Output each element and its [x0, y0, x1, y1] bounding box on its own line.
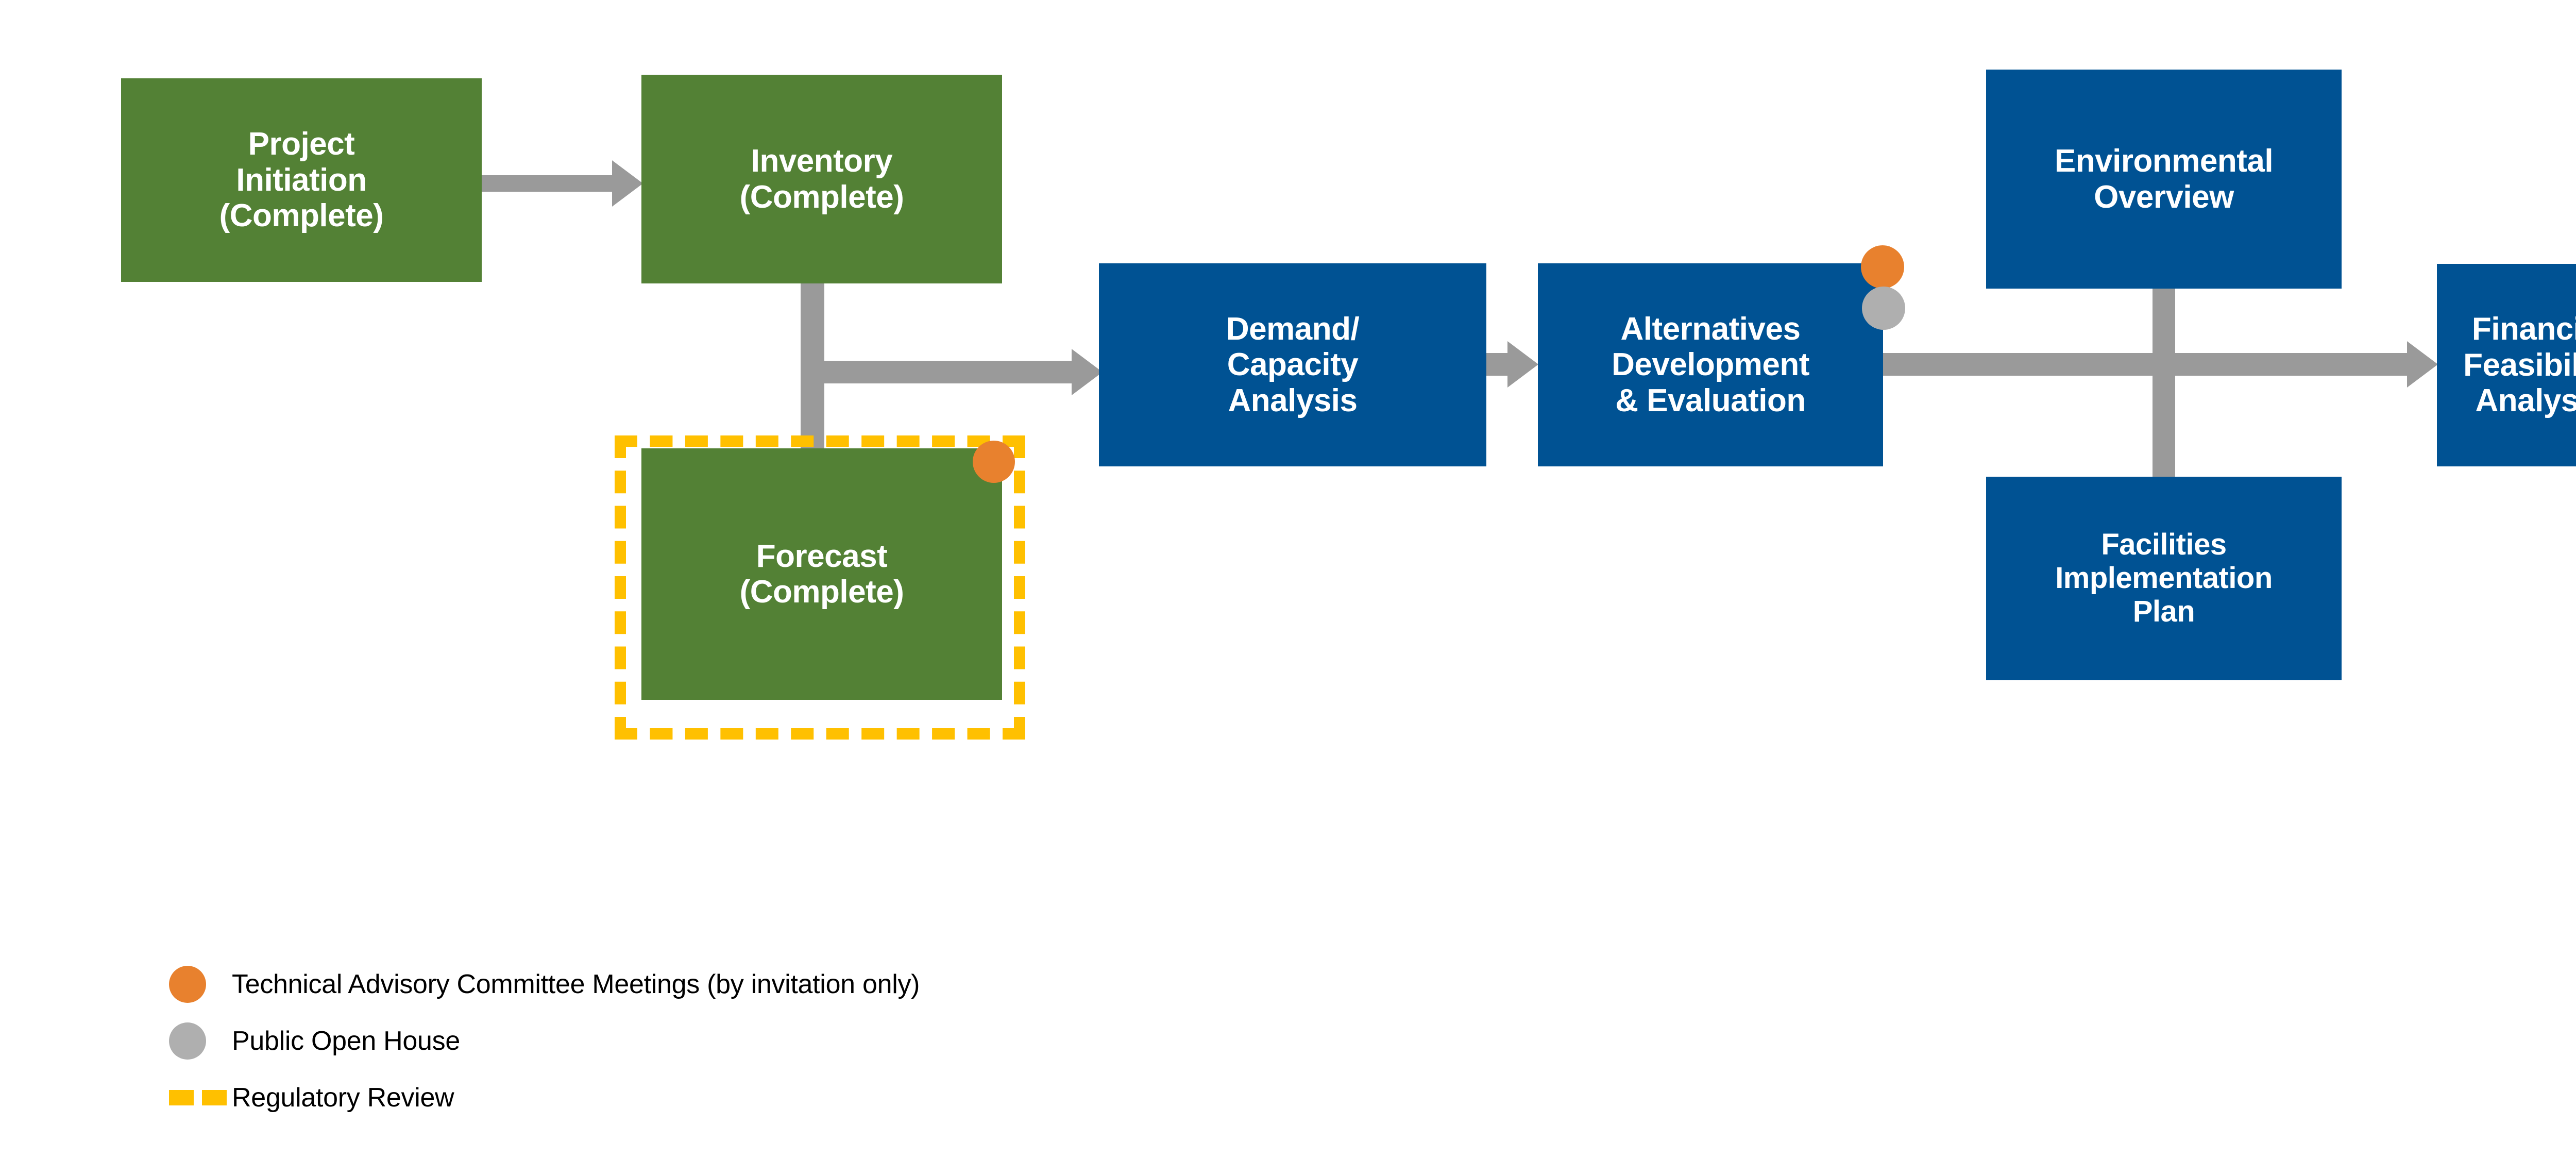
- arrowhead-demand-capacity: [1072, 349, 1103, 395]
- node-label: Demand/ Capacity Analysis: [1226, 311, 1360, 418]
- yellow-dashed-line-icon: [169, 1090, 227, 1105]
- connector-environmental-facilities-spine: [2153, 288, 2175, 478]
- node-demand-capacity-analysis[interactable]: Demand/ Capacity Analysis: [1099, 263, 1486, 466]
- node-project-initiation[interactable]: Project Initiation (Complete): [121, 78, 482, 282]
- connector-initiation-to-inventory: [482, 175, 613, 192]
- connector-alternatives-to-financial: [1883, 353, 2409, 376]
- node-label: Project Initiation (Complete): [219, 126, 384, 234]
- node-facilities-implementation-plan[interactable]: Facilities Implementation Plan: [1986, 477, 2342, 680]
- orange-dot-icon: [169, 966, 206, 1003]
- legend-label: Technical Advisory Committee Meetings (b…: [232, 969, 920, 999]
- technical-advisory-committee-marker-icon: [973, 441, 1015, 483]
- public-open-house-marker-icon: [1862, 287, 1905, 330]
- legend-swatch: [155, 1090, 232, 1105]
- arrowhead-inventory: [612, 160, 643, 207]
- legend-item-public-open-house: Public Open House: [155, 1013, 1185, 1069]
- node-inventory[interactable]: Inventory (Complete): [641, 75, 1002, 283]
- regulatory-review-region-forecast: [615, 435, 1025, 740]
- legend: Technical Advisory Committee Meetings (b…: [155, 956, 1185, 1126]
- node-label: Forecast (Complete): [739, 538, 904, 610]
- legend-swatch: [155, 1022, 232, 1060]
- node-alternatives-development-evaluation[interactable]: Alternatives Development & Evaluation: [1538, 263, 1883, 466]
- legend-label: Regulatory Review: [232, 1083, 454, 1113]
- technical-advisory-committee-marker-icon: [1861, 245, 1904, 289]
- node-financial-feasibility-analysis[interactable]: Financial Feasibility Analysis: [2437, 264, 2576, 466]
- node-environmental-overview[interactable]: Environmental Overview: [1986, 70, 2342, 289]
- connector-demand-to-alternatives: [1486, 353, 1510, 376]
- connector-forecast-branch-horizontal: [801, 361, 1074, 383]
- node-label: Environmental Overview: [2054, 143, 2274, 215]
- node-forecast[interactable]: Forecast (Complete): [641, 448, 1002, 700]
- node-label: Financial Feasibility Analysis: [2463, 311, 2576, 419]
- legend-item-regulatory-review: Regulatory Review: [155, 1069, 1185, 1126]
- node-label: Inventory (Complete): [739, 143, 904, 215]
- gray-dot-icon: [169, 1022, 206, 1060]
- legend-label: Public Open House: [232, 1026, 460, 1056]
- legend-swatch: [155, 966, 232, 1003]
- node-label: Facilities Implementation Plan: [2055, 528, 2273, 628]
- arrowhead-financial: [2407, 341, 2438, 388]
- node-label: Alternatives Development & Evaluation: [1612, 311, 1809, 418]
- legend-item-technical-advisory: Technical Advisory Committee Meetings (b…: [155, 956, 1185, 1013]
- arrowhead-alternatives: [1507, 341, 1538, 388]
